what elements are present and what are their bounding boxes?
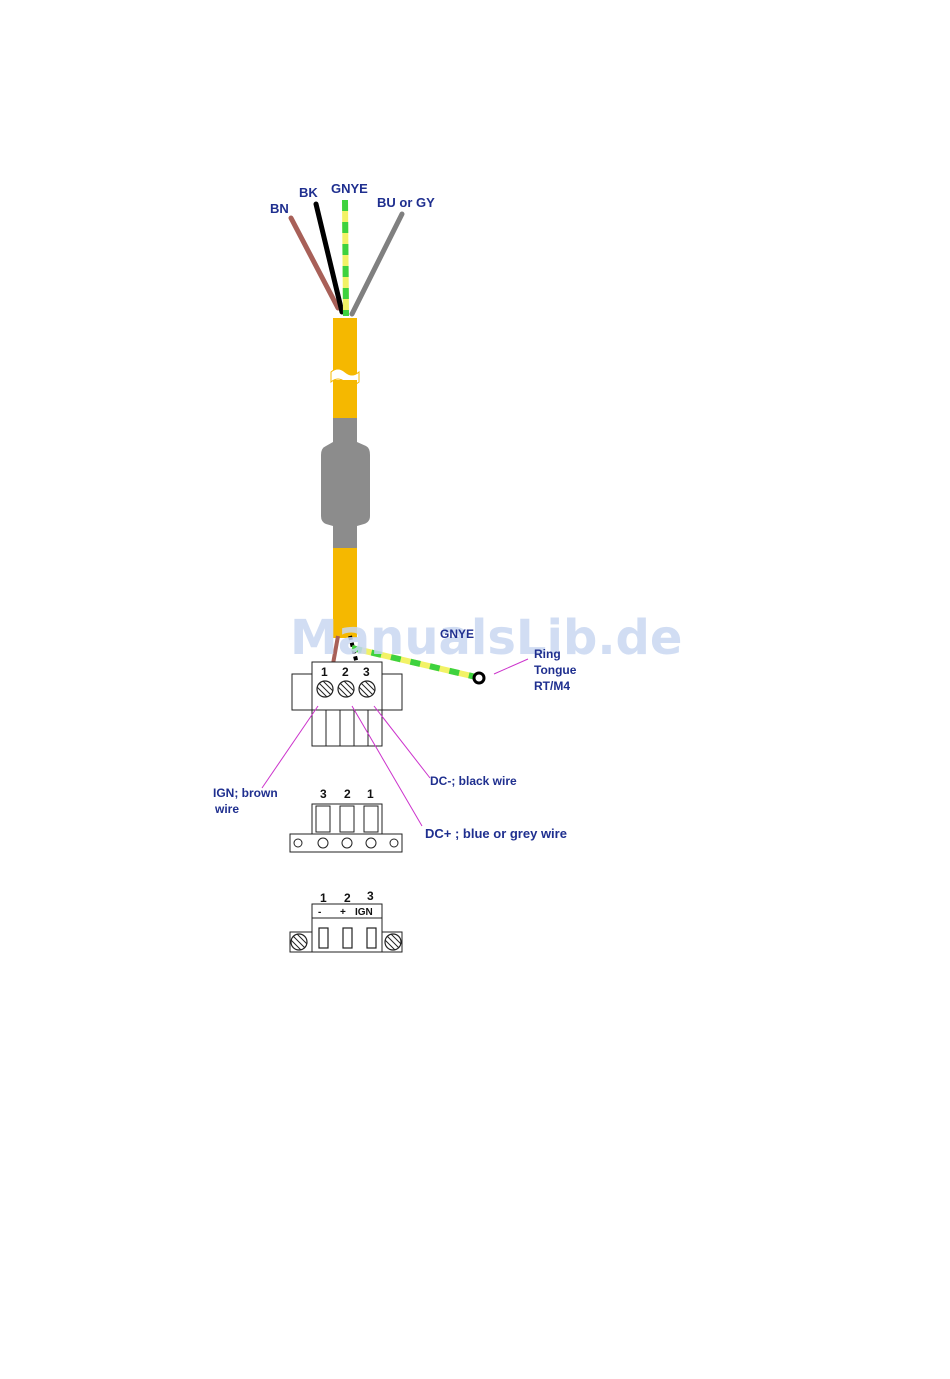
cable-boot [321,418,370,548]
front-signal-minus: - [318,907,321,918]
front-screw-icon [385,934,401,950]
label-gnye-lower: GNYE [440,627,474,641]
ring-label-line1: Ring [534,647,561,661]
connector-front-view: 1 2 3 - + IGN [290,889,402,952]
label-gnye: GNYE [331,181,368,196]
side-terminal-1 [316,806,330,832]
ring-label-line2: Tongue [534,663,577,677]
front-signal-plus: + [340,907,346,918]
callouts: IGN; brown wire DC-; black wire DC+ ; bl… [213,774,567,841]
front-socket-3 [367,928,376,948]
wire-fanout [291,200,402,316]
cable-jacket-mid [333,380,357,420]
connector-top-flange-right [382,674,402,710]
label-bu-gy: BU or GY [377,195,435,210]
side-screw-icon [390,839,398,847]
callout-ign-line2: wire [214,802,239,816]
screw-icon [338,681,354,697]
front-pin-3: 3 [367,889,374,903]
side-screw-icon [294,839,302,847]
leader-ign [262,706,318,788]
front-screw-icon [291,934,307,950]
screw-icon [359,681,375,697]
front-pin-2: 2 [344,891,351,905]
ring-label-line3: RT/M4 [534,679,570,693]
side-hole-icon [366,838,376,848]
top-pin-3: 3 [363,665,370,679]
connector-top-flange-left [292,674,312,710]
connector-top-view: 1 2 3 [292,662,402,746]
label-bk: BK [299,185,318,200]
side-pin-1: 1 [367,787,374,801]
side-terminal-2 [340,806,354,832]
side-terminal-3 [364,806,378,832]
front-pin-1: 1 [320,891,327,905]
front-signal-ign: IGN [355,907,373,918]
connector-top-plug [312,710,382,746]
top-pin-1: 1 [321,665,328,679]
callout-dc-minus: DC-; black wire [430,774,517,788]
label-bn: BN [270,201,289,216]
screw-icon [317,681,333,697]
side-hole-icon [342,838,352,848]
side-pin-2: 2 [344,787,351,801]
cable [321,318,370,638]
callout-dc-plus: DC+ ; blue or grey wire [425,826,567,841]
side-hole-icon [318,838,328,848]
front-socket-1 [319,928,328,948]
wire-labels: BN BK GNYE BU or GY [270,181,435,216]
watermark: ManualsLib.de [290,610,682,666]
connector-side-view: 3 2 1 [290,787,402,852]
front-socket-2 [343,928,352,948]
ring-tongue-icon [474,673,484,683]
grey-wire [352,214,402,314]
callout-ign-line1: IGN; brown [213,786,278,800]
side-pin-3: 3 [320,787,327,801]
cable-jacket-top [333,318,357,376]
top-pin-2: 2 [342,665,349,679]
